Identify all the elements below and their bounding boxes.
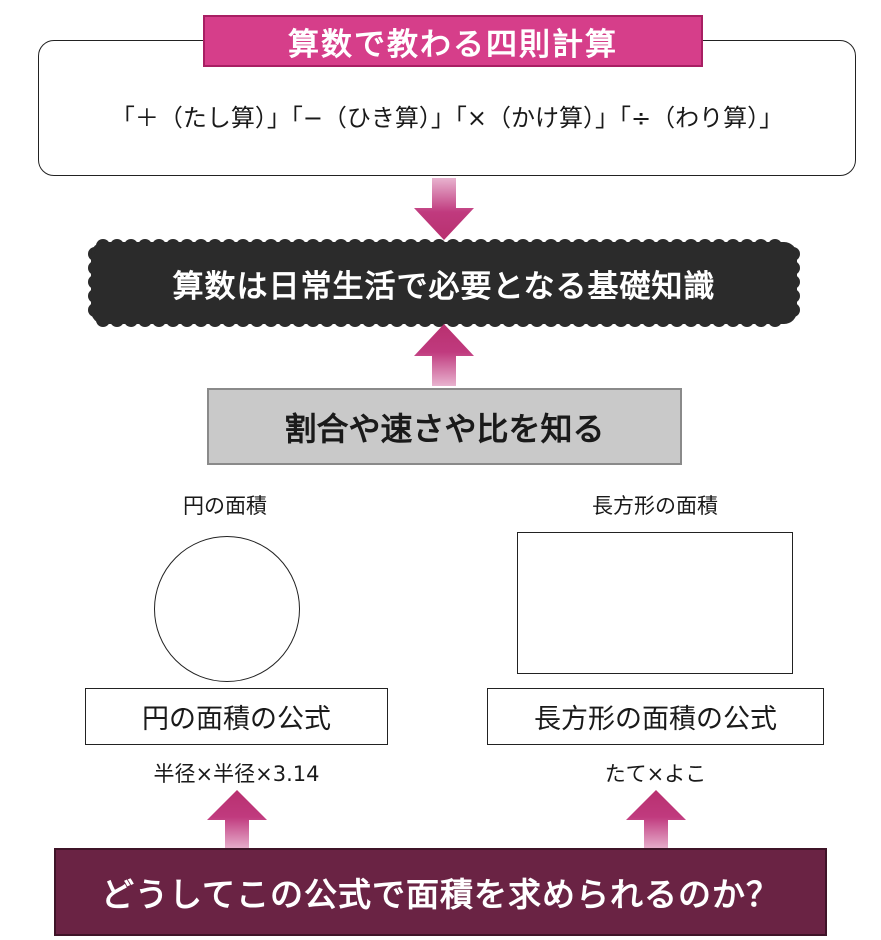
circle-formula: 半径×半径×3.14 [153,762,320,786]
down-arrow-icon [414,178,474,240]
question-bar: どうしてこの公式で面積を求められるのか？ [54,848,827,936]
banner-text: 算数は日常生活で必要となる基礎知識 [172,268,716,305]
rectangle-area-caption: 長方形の面積 [592,494,718,518]
ratio-speed-box: 割合や速さや比を知る [207,388,682,465]
banner-background [94,245,794,321]
up-arrow-left-icon [207,790,267,850]
operations-text: 「＋（たし算）」「−（ひき算）」「×（かけ算）」「÷（わり算）」 [110,104,784,132]
circle-shape [154,536,300,682]
up-arrow-right-icon [626,790,686,850]
rectangle-shape [517,532,793,674]
rectangle-formula: たて×よこ [604,762,707,786]
up-arrow-icon [414,324,474,386]
title-tag: 算数で教わる四則計算 [203,15,703,67]
circle-formula-title: 円の面積の公式 [85,688,388,745]
rectangle-formula-title: 長方形の面積の公式 [487,688,824,745]
circle-area-caption: 円の面積 [183,494,267,518]
